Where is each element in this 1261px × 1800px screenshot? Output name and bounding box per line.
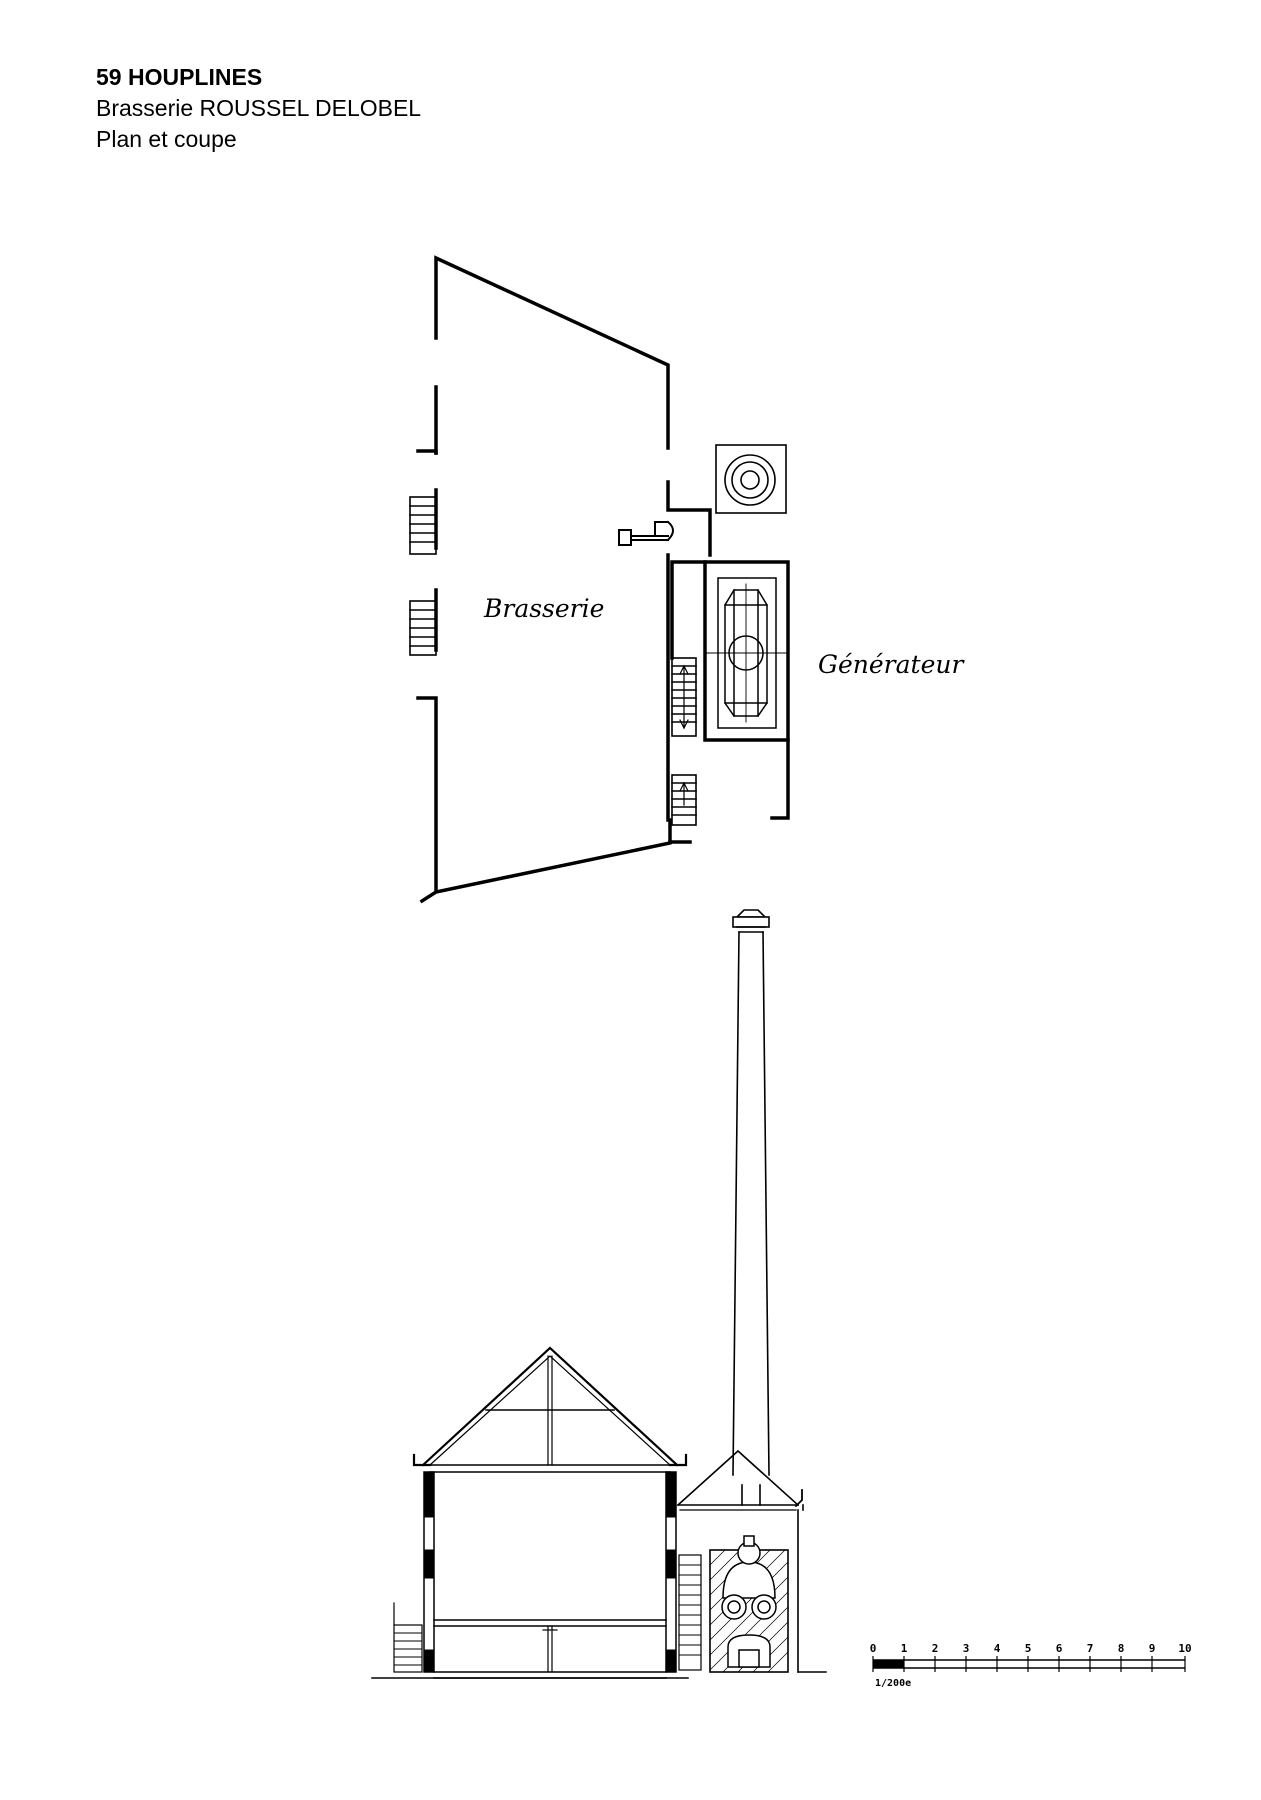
document-subtitle: Brasserie ROUSSEL DELOBEL (96, 95, 422, 121)
label-generator: Générateur (818, 650, 965, 679)
label-brewery: Brasserie (483, 594, 604, 623)
generator-room (670, 560, 790, 820)
document-title: 59 HOUPLINES (96, 64, 263, 90)
scale-tick-9: 9 (1149, 1642, 1156, 1655)
brewery-section (393, 1346, 702, 1679)
boiler-symbol (705, 577, 787, 729)
scale-tick-4: 4 (994, 1642, 1001, 1655)
staircase-upper (671, 657, 697, 737)
door-symbol (618, 520, 674, 546)
scale-ratio: 1/200e (875, 1678, 911, 1689)
scale-tick-3: 3 (963, 1642, 970, 1655)
boiler-drums (721, 1535, 777, 1668)
scale-tick-2: 2 (932, 1642, 939, 1655)
brewery-walls (416, 255, 712, 904)
staircase-lower (671, 774, 697, 826)
scale-tick-8: 8 (1118, 1642, 1125, 1655)
chimney-stack (732, 909, 770, 1506)
generator-section (676, 1449, 804, 1673)
scale-tick-10: 10 (1178, 1642, 1191, 1655)
scale-tick-1: 1 (901, 1642, 908, 1655)
scale-tick-5: 5 (1025, 1642, 1032, 1655)
chimney-base-plan (715, 444, 787, 514)
window-grille-lower (409, 600, 437, 656)
window-grille-upper (409, 496, 437, 555)
document-header: 59 HOUPLINES Brasserie ROUSSEL DELOBEL P… (96, 62, 421, 155)
floor-plan (409, 255, 790, 904)
scale-bar: 0 1 2 3 4 5 6 7 8 9 10 1/200e (870, 1642, 1192, 1689)
scale-tick-6: 6 (1056, 1642, 1063, 1655)
document-caption: Plan et coupe (96, 126, 237, 152)
cross-section (371, 909, 827, 1679)
scale-tick-7: 7 (1087, 1642, 1094, 1655)
scale-tick-0: 0 (870, 1642, 877, 1655)
